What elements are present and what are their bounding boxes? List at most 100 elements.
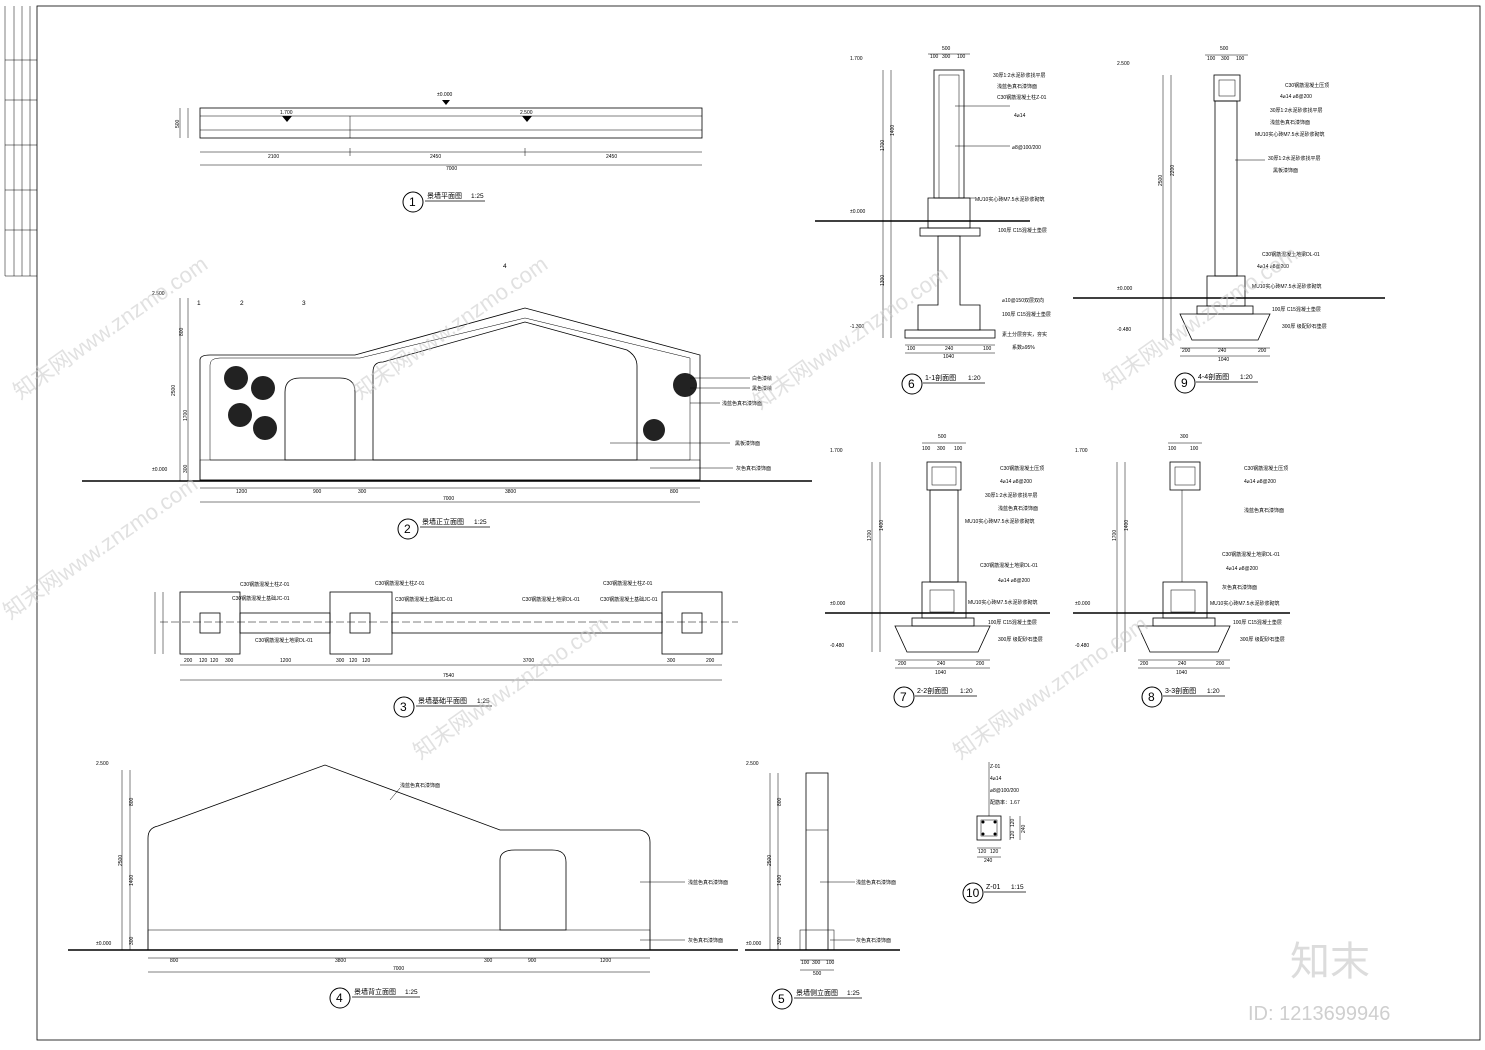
s2-bot-dim-4: 200: [976, 661, 985, 667]
s4-left-dim-0: 2500: [1158, 175, 1164, 186]
s2-top-dim-1: 100: [922, 446, 931, 452]
back-dim-1: 3800: [335, 958, 346, 964]
drawing-8-number: 8: [1148, 690, 1155, 704]
s1-left-dim-0: 1700: [880, 140, 886, 151]
s4-label-7: C30钢筋混凝土地梁DL-01: [1262, 251, 1320, 258]
s2-level-top: 1.700: [830, 448, 843, 454]
side-dim-0: 100: [801, 960, 810, 966]
z01-dim-1: 120: [990, 849, 999, 855]
drawing-10-column-z01: Z-01 4⌀14 ⌀8@100/200 配筋率：1.67 120 120 24…: [962, 762, 1027, 904]
found-dim-0: 200: [184, 658, 193, 664]
drawing-7-section-2-2: 1.700 ±0.000 -0.480 1700 1400 500 100 30…: [825, 434, 1050, 708]
side-left-dim-3: 300: [777, 936, 783, 945]
found-dim-10: 200: [706, 658, 715, 664]
s4-left-dim-1: 2200: [1170, 165, 1176, 176]
front-dim-3: 3800: [505, 489, 516, 495]
drawing-4-title: 景墙背立面图: [354, 987, 396, 996]
s4-label-9: MU10实心砖M7.5水泥砂浆砌筑: [1252, 283, 1321, 290]
s3-level-bot: -0.480: [1075, 643, 1089, 649]
front-level-base: ±0.000: [152, 467, 167, 473]
watermark-text-1: 知末网www.znzmo.com: [349, 251, 553, 404]
sheet-border: [36, 5, 1481, 1041]
side-dim-1: 300: [812, 960, 821, 966]
s4-bot-dim-4: 200: [1258, 348, 1267, 354]
plan-level-1: 1.700: [280, 110, 293, 116]
s4-level-bot: -0.480: [1117, 327, 1131, 333]
s2-label-3: 浅蓝色真石漆饰面: [998, 505, 1038, 512]
drawing-8-title: 3-3剖面图: [1165, 686, 1196, 695]
s1-label-5: MU10实心砖M7.5水泥砂浆砌筑: [975, 196, 1044, 203]
s1-left-dim-6: 1300: [880, 275, 886, 286]
found-label-4: C30钢筋混凝土基础JC-01: [395, 596, 453, 603]
drawing-8-section-3-3: 1.700 ±0.000 -0.480 1700 1400 300 100 10…: [1073, 434, 1290, 708]
front-left-dim-1: 2500: [171, 385, 177, 396]
watermark-text-3: 知末网www.znzmo.com: [1099, 241, 1303, 394]
s3-top-dim-2: 100: [1190, 446, 1199, 452]
front-dim-4: 800: [670, 489, 679, 495]
s2-label-4: MU10实心砖M7.5水泥砂浆砌筑: [965, 518, 1034, 525]
drawing-6-number: 6: [908, 377, 915, 391]
front-left-dim-0: 800: [179, 327, 185, 336]
front-section-mark-3: 3: [302, 300, 306, 307]
s3-label-4: 4⌀14 ⌀8@200: [1226, 566, 1258, 572]
drawing-4-back-elevation: 2.500 ±0.000 800 2500 1400 300 800 3800 …: [68, 761, 738, 1009]
drawing-6-section-1-1: 1.700 ±0.000 -1.300 1700 1400 1300 500 1…: [815, 46, 1051, 395]
drawing-4-scale: 1:25: [405, 989, 418, 996]
s2-callouts: C30钢筋混凝土压顶 4⌀14 ⌀8@200 30厚1:2水泥砂浆找平层 浅蓝色…: [965, 465, 1044, 643]
drawing-1-plan: ±0.000 1.700 2.500 2100 2450 2450 7000 5…: [175, 92, 703, 213]
s3-label-3: C30钢筋混凝土地梁DL-01: [1222, 551, 1280, 558]
title-strip: [4, 6, 37, 277]
drawing-7-scale: 1:20: [960, 688, 973, 695]
s2-level-mid: ±0.000: [830, 601, 845, 607]
s1-label-10: 系数≥95%: [1012, 344, 1035, 351]
s1-label-4: ⌀8@100/200: [1012, 145, 1041, 151]
watermark-text-2: 知末网www.znzmo.com: [749, 261, 953, 414]
back-left-dim-2: 1400: [129, 875, 135, 886]
side-dim-2: 100: [826, 960, 835, 966]
drawing-2-scale: 1:25: [474, 519, 487, 526]
side-level-top: 2.500: [746, 761, 759, 767]
found-dim-9: 300: [667, 658, 676, 664]
s4-label-6: 黑板漆饰面: [1273, 167, 1298, 174]
drawing-5-number: 5: [778, 992, 785, 1006]
s4-top-dim-3: 100: [1236, 56, 1245, 62]
drawing-3-scale: 1:25: [477, 698, 490, 705]
s4-top-dim-0: 500: [1220, 46, 1229, 52]
s4-label-2: 30厚1:2水泥砂浆找平层: [1270, 107, 1323, 114]
s3-level-mid: ±0.000: [1075, 601, 1090, 607]
drawing-2-number: 2: [404, 522, 411, 536]
z01-dim-2: 240: [984, 858, 993, 864]
watermark-text-5: 知末网www.znzmo.com: [409, 611, 613, 764]
drawing-4-number: 4: [336, 991, 343, 1005]
front-section-mark-2: 2: [240, 300, 244, 307]
watermark-text-0: 知末网www.znzmo.com: [9, 251, 213, 404]
s2-label-0: C30钢筋混凝土压顶: [1000, 465, 1044, 472]
side-label-0: 浅蓝色真石漆饰面: [856, 879, 896, 886]
s1-label-8: 100厚 C15混凝土垫层: [1002, 311, 1051, 318]
s3-dim-total: 1040: [1176, 670, 1187, 676]
s4-label-5: 30厚1:2水泥砂浆找平层: [1268, 155, 1321, 162]
s2-top-dim-0: 500: [938, 434, 947, 440]
back-left-dim-0: 800: [129, 797, 135, 806]
back-dim-4: 1200: [600, 958, 611, 964]
found-label-3: C30钢筋混凝土柱Z-01: [375, 580, 425, 587]
found-label-5: C30钢筋混凝土地梁DL-01: [522, 596, 580, 603]
s4-label-1: 4⌀14 ⌀8@200: [1280, 94, 1312, 100]
s2-label-6: 4⌀14 ⌀8@200: [998, 578, 1030, 584]
z01-dim-3: 120: [1010, 818, 1016, 827]
s3-label-6: MU10实心砖M7.5水泥砂浆砌筑: [1210, 600, 1279, 607]
back-dim-0: 800: [170, 958, 179, 964]
s1-bot-dim-3: 240: [945, 346, 954, 352]
back-level-top: 2.500: [96, 761, 109, 767]
found-dim-1: 120: [199, 658, 208, 664]
s4-bot-dim-0: 200: [1182, 348, 1191, 354]
plan-level-2: 2.500: [520, 110, 533, 116]
drawing-9-title: 4-4剖面图: [1198, 372, 1229, 381]
plan-side-dim: 500: [175, 119, 181, 128]
drawing-9-number: 9: [1181, 376, 1188, 390]
s2-label-1: 4⌀14 ⌀8@200: [1000, 479, 1032, 485]
s2-bot-dim-0: 200: [898, 661, 907, 667]
z01-dim-4: 120: [1010, 830, 1016, 839]
s1-top-dim-0: 500: [942, 46, 951, 52]
